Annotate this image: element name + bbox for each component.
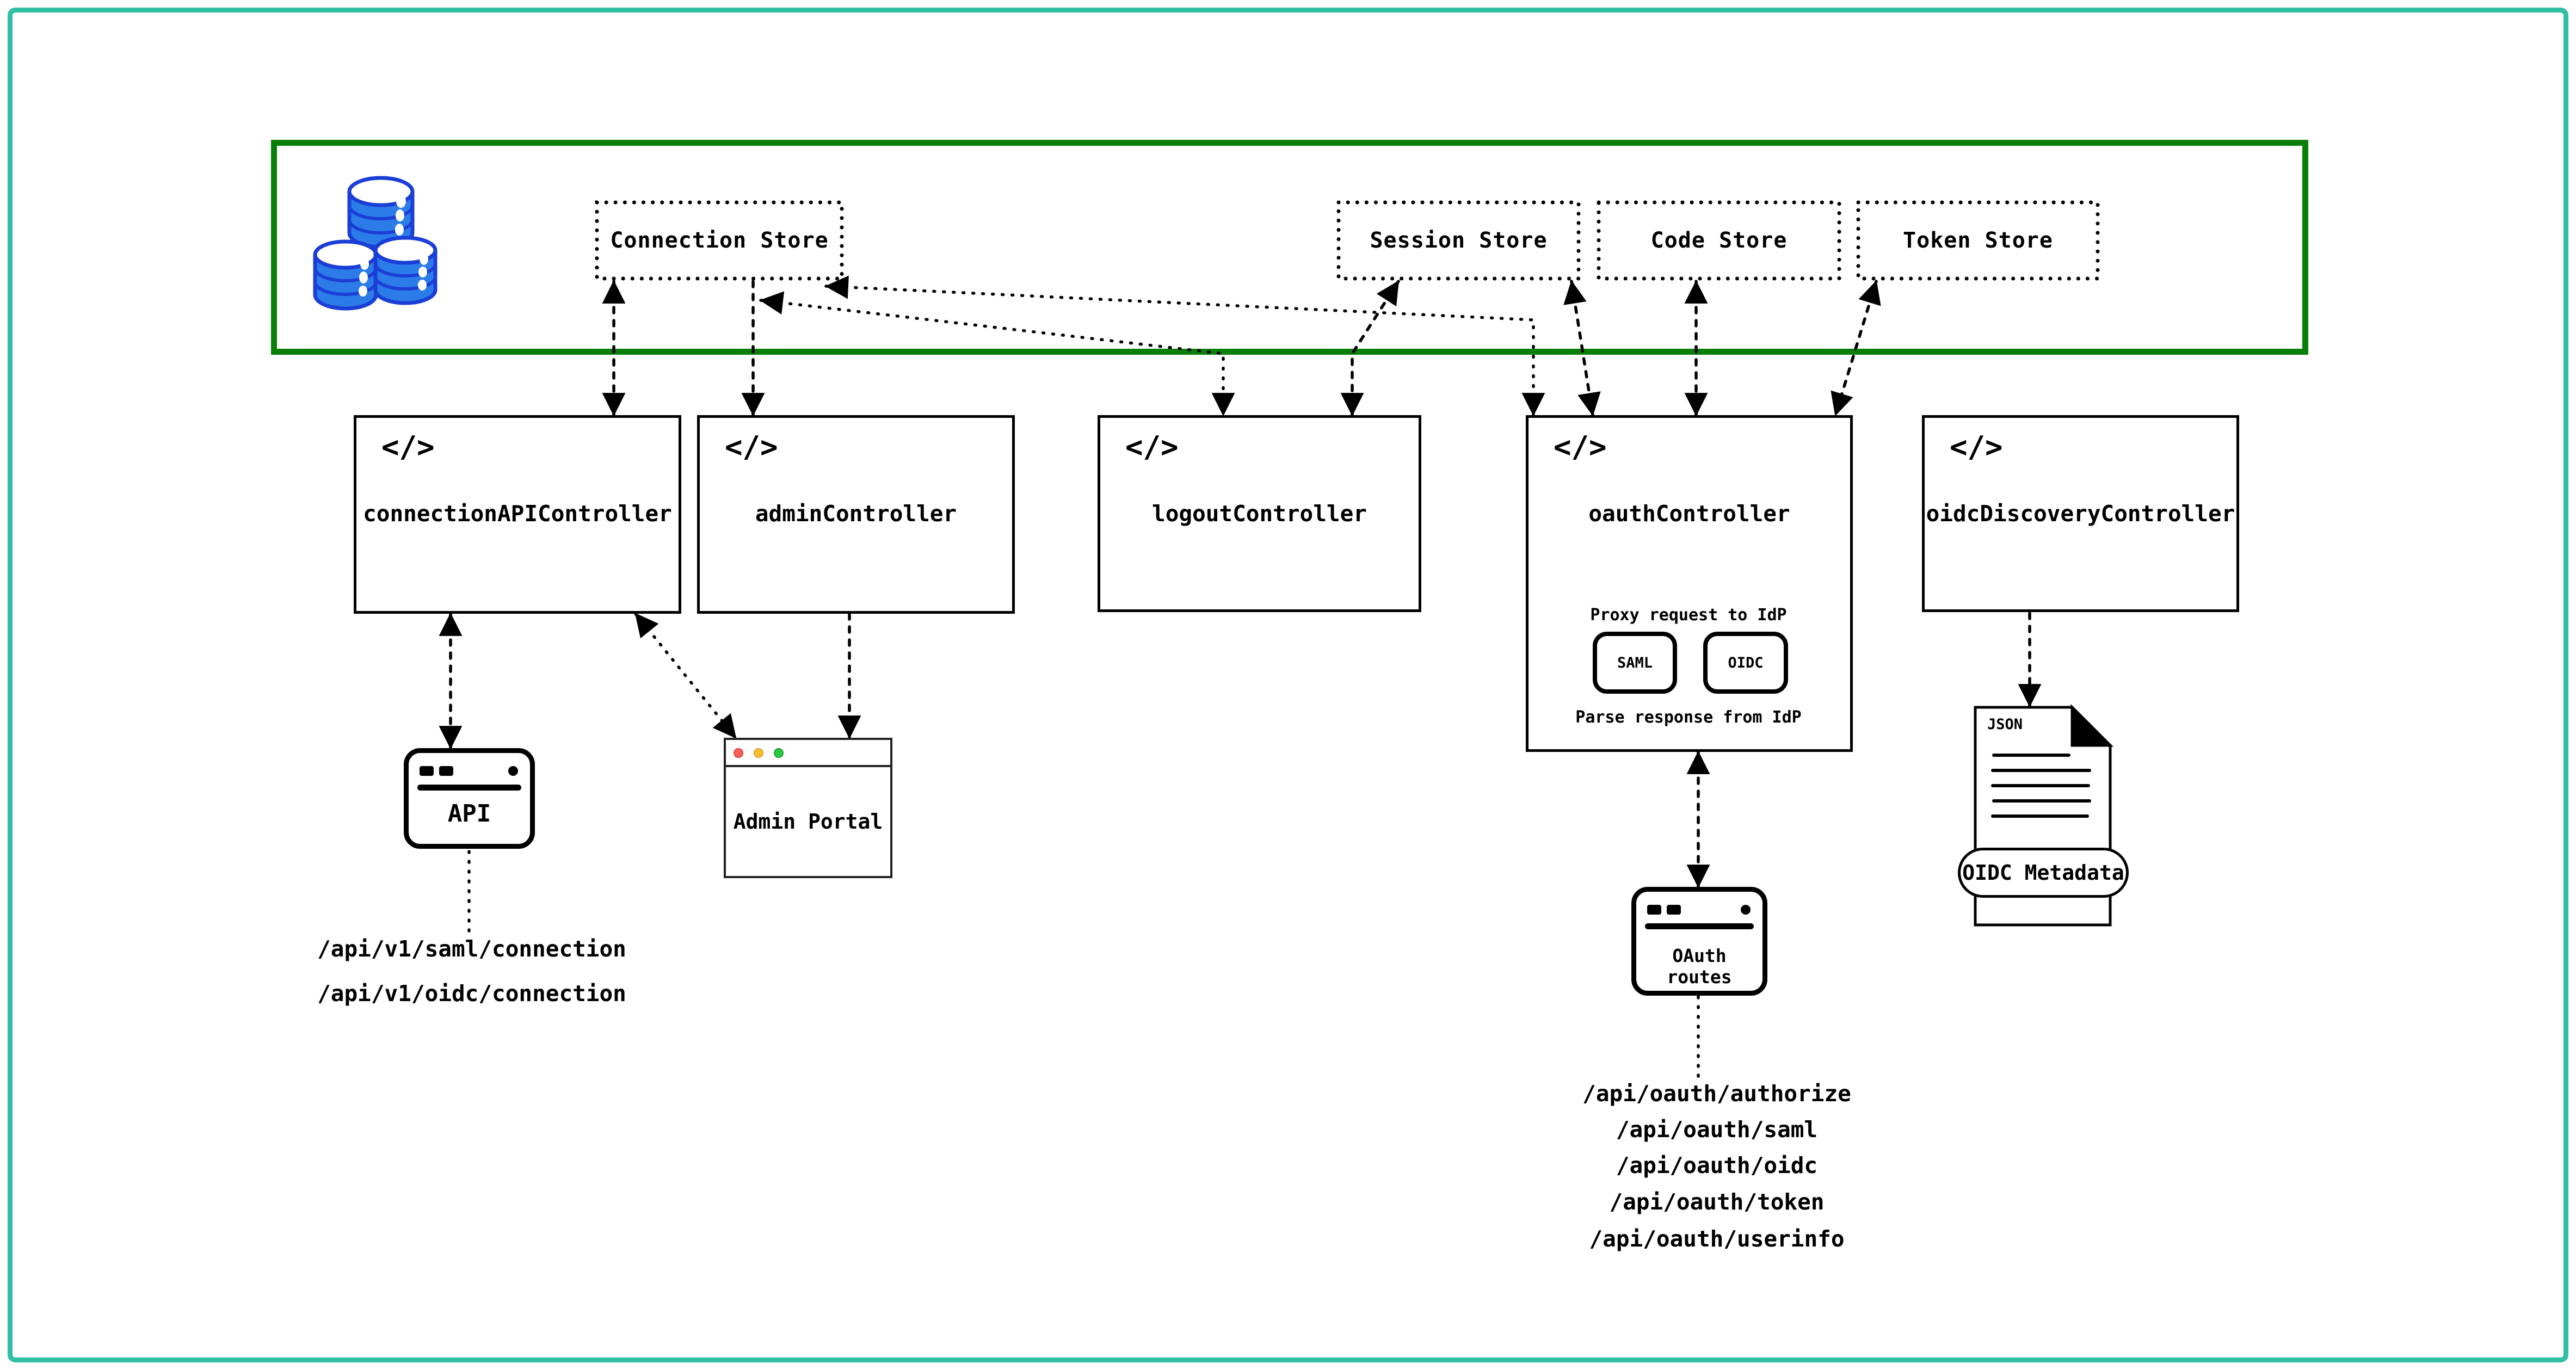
session-store-label: Session Store	[1370, 228, 1548, 253]
connection-store: Connection Store	[597, 202, 842, 279]
saml-label: SAML	[1617, 654, 1653, 671]
window-dot	[508, 766, 518, 776]
code-icon: </>	[1950, 430, 2003, 464]
traffic-light-green-icon	[774, 748, 784, 758]
database-icon	[313, 176, 437, 311]
oauth-route: /api/oauth/userinfo	[1589, 1226, 1845, 1252]
connection-store-outline	[595, 200, 844, 281]
arrow-connapi-adminportal	[634, 612, 737, 739]
code-store-label: Code Store	[1650, 228, 1788, 253]
json-file-type-label: JSON	[1987, 716, 2023, 733]
oidc-label: OIDC	[1728, 654, 1764, 671]
admin-portal-label: Admin Portal	[733, 810, 883, 834]
browser-titlebar	[726, 740, 890, 767]
connection-api-controller-box: </> connectionAPIController	[354, 415, 681, 614]
traffic-light-red-icon	[734, 748, 743, 758]
token-store-label: Token Store	[1903, 228, 2053, 253]
api-label: API	[447, 800, 491, 828]
connection-store-label: Connection Store	[610, 228, 829, 253]
arrow-tokenstore-oauth	[1831, 280, 1881, 417]
oidc-box: OIDC	[1703, 632, 1788, 694]
session-store: Session Store	[1339, 202, 1579, 279]
oidc-metadata-label: OIDC Metadata	[1962, 861, 2124, 885]
token-store: Token Store	[1858, 202, 2098, 279]
arrow-connstore-oauth	[824, 275, 1545, 417]
controller-label: oauthController	[1588, 501, 1790, 527]
code-store-outline	[1597, 200, 1841, 281]
window-dot	[1667, 905, 1681, 915]
oauth-routes-label: OAuth routes	[1667, 945, 1732, 988]
code-store: Code Store	[1599, 202, 1839, 279]
code-icon: </>	[1125, 430, 1179, 464]
traffic-light-yellow-icon	[754, 748, 763, 758]
oidc-discovery-controller-box: </> oidcDiscoveryController	[1922, 415, 2239, 612]
controller-label: connectionAPIController	[363, 501, 672, 527]
window-toolbar	[417, 785, 521, 791]
session-store-outline	[1336, 200, 1581, 281]
admin-controller-box: </> adminController	[697, 415, 1015, 614]
window-dot	[1741, 905, 1751, 915]
proxy-request-label: Proxy request to IdP	[1590, 605, 1787, 625]
api-route: /api/v1/oidc/connection	[317, 980, 626, 1007]
oidc-metadata-badge: OIDC Metadata	[1958, 848, 2129, 898]
parse-response-label: Parse response from IdP	[1575, 707, 1802, 727]
oauth-routes-icon: OAuth routes	[1631, 887, 1767, 996]
arrow-sessionstore-oauth	[1563, 280, 1601, 417]
page-fold-corner	[2070, 703, 2114, 747]
window-dot	[1647, 905, 1661, 915]
store-outlines	[595, 200, 2100, 281]
oauth-route: /api/oauth/authorize	[1582, 1081, 1851, 1107]
api-browser-icon: API	[404, 748, 535, 849]
oauth-controller-box: </> oauthController	[1526, 415, 1853, 752]
controller-label: oidcDiscoveryController	[1926, 501, 2235, 527]
arrow-sessionstore-logout	[1340, 280, 1400, 417]
code-icon: </>	[1554, 430, 1607, 464]
admin-portal-window: Admin Portal	[724, 738, 892, 878]
controller-label: adminController	[755, 501, 957, 527]
connector-arrows	[439, 275, 2042, 1080]
token-store-outline	[1856, 200, 2100, 281]
oauth-route: /api/oauth/saml	[1616, 1116, 1818, 1143]
window-toolbar	[1645, 923, 1754, 929]
api-route: /api/v1/saml/connection	[317, 936, 626, 962]
oauth-route: /api/oauth/oidc	[1616, 1152, 1818, 1178]
code-icon: </>	[725, 430, 778, 464]
window-dot	[420, 766, 434, 776]
logout-controller-box: </> logoutController	[1098, 415, 1421, 612]
code-icon: </>	[381, 430, 435, 464]
arrow-connstore-logout	[759, 291, 1235, 417]
saml-box: SAML	[1593, 632, 1677, 694]
oauth-route: /api/oauth/token	[1609, 1189, 1825, 1215]
window-dot	[439, 766, 453, 776]
controller-label: logoutController	[1152, 501, 1367, 527]
